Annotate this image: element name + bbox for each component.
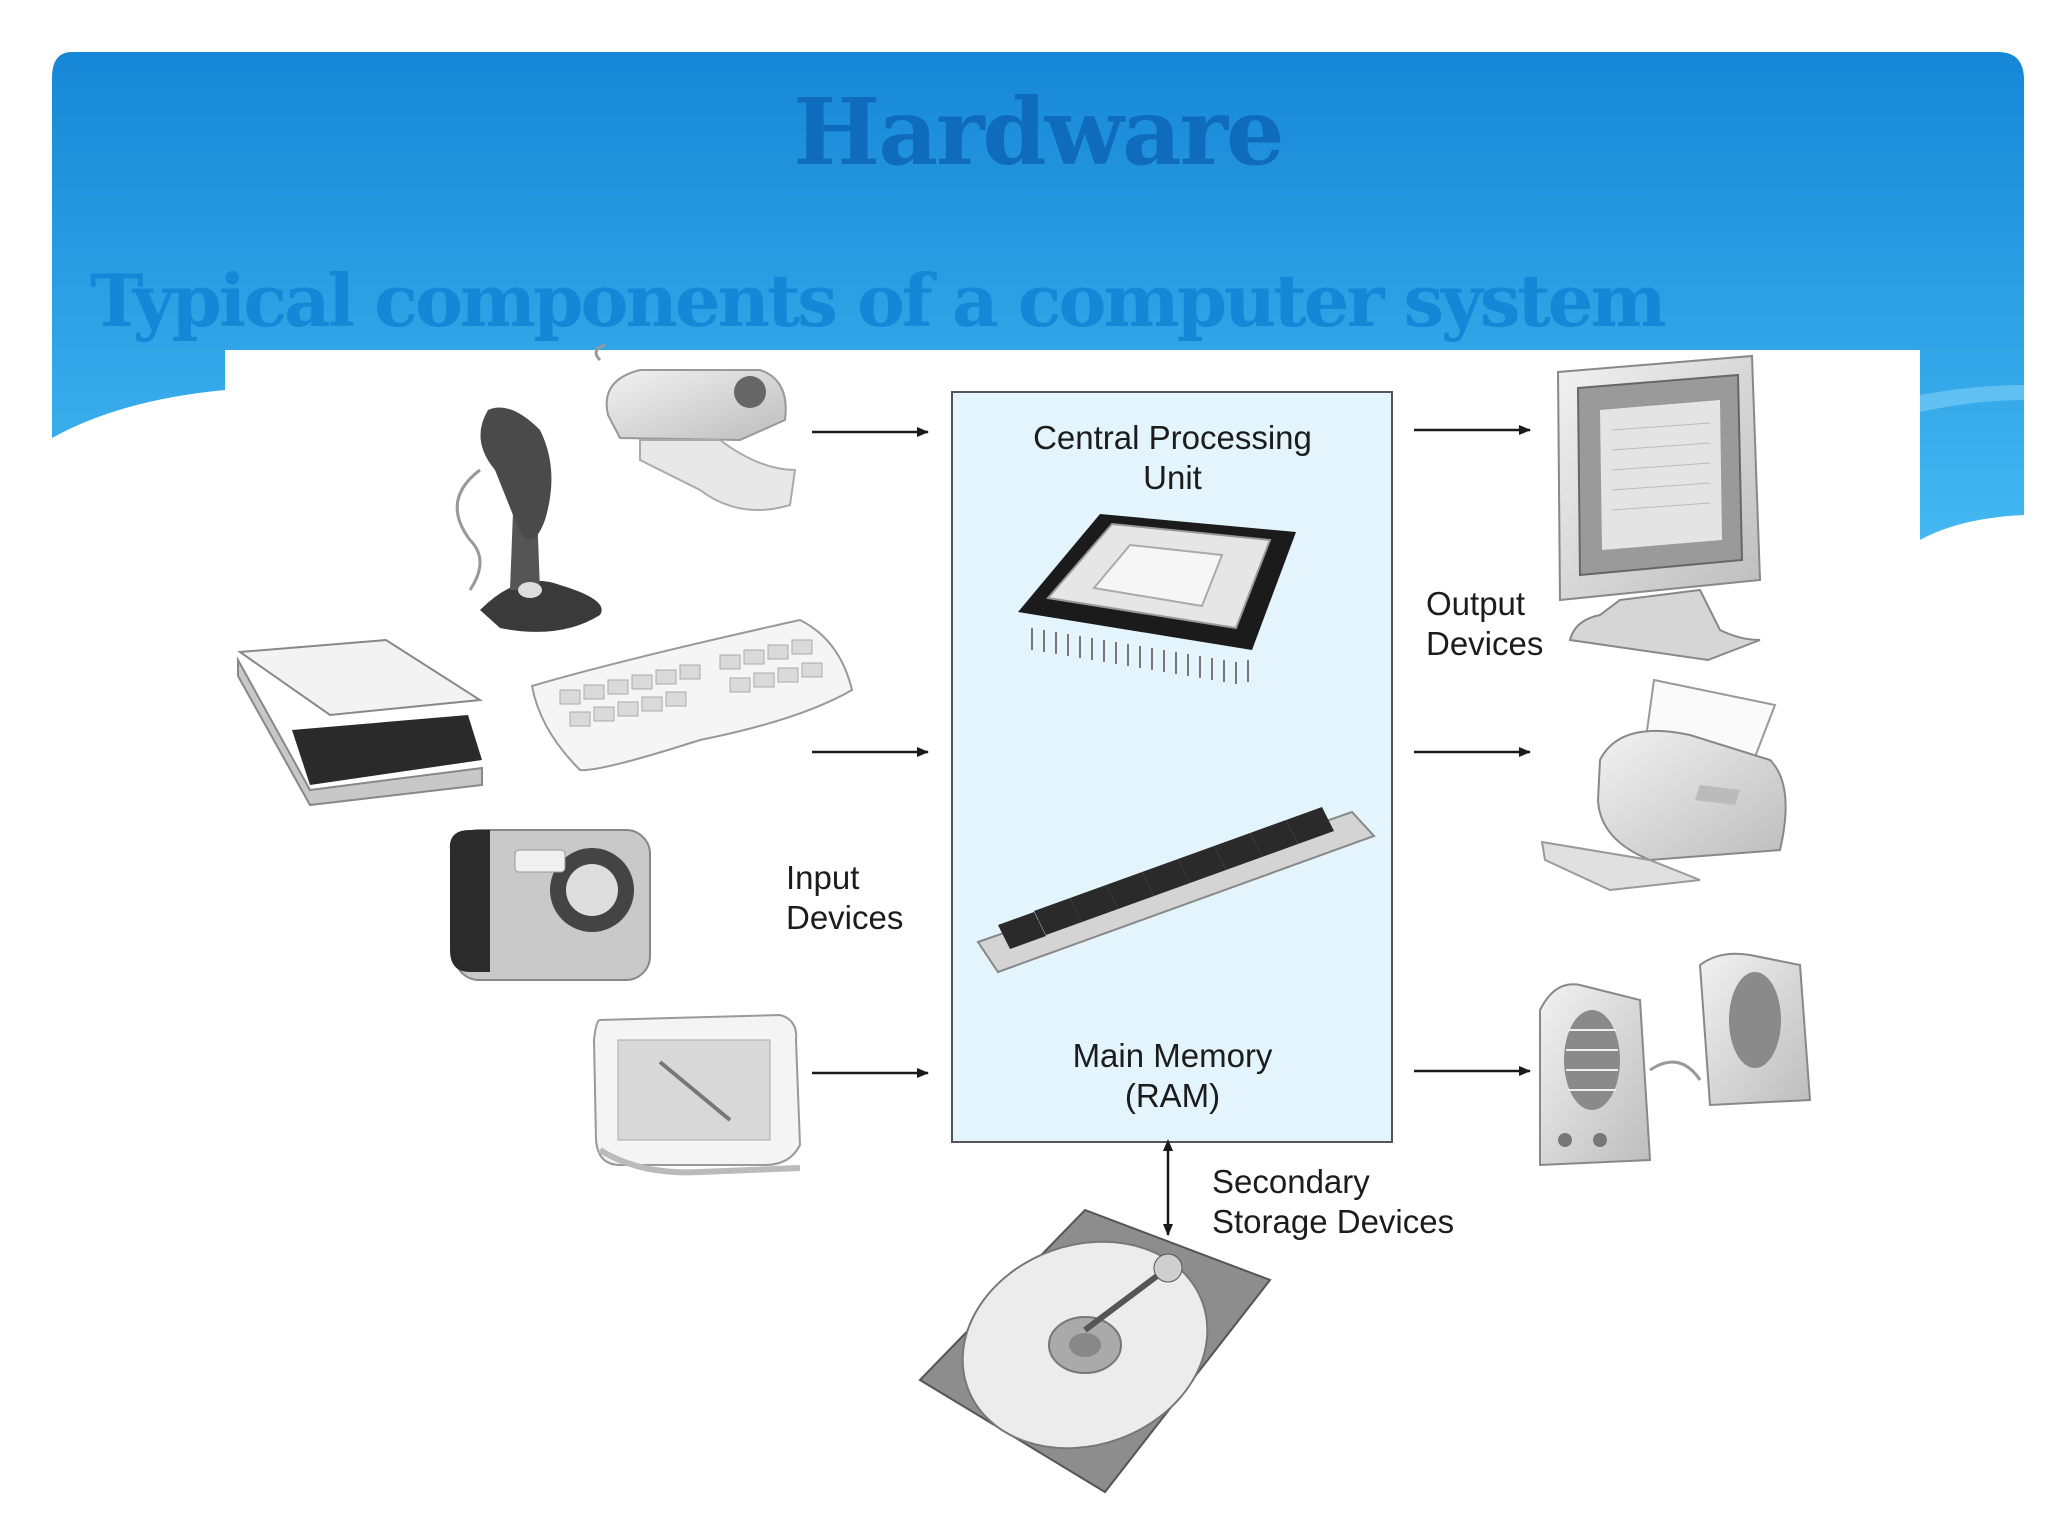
slide-subtitle: Typical components of a computer system <box>90 258 1667 343</box>
memory-box <box>951 391 1393 1143</box>
speakers-icon <box>1539 952 1812 1167</box>
printer-icon <box>1540 678 1787 892</box>
hard-drive-icon <box>918 1208 1272 1494</box>
cpu-label: Central Processing Unit <box>1033 419 1312 496</box>
output-devices-label: Output Devices <box>1426 585 1544 662</box>
joystick-icon <box>455 407 602 632</box>
webcam-icon <box>594 343 797 511</box>
camera-icon <box>449 829 651 981</box>
monitor-icon <box>1556 354 1762 662</box>
cpu-chip-icon <box>1018 514 1296 684</box>
ram-module-icon <box>976 807 1376 974</box>
input-devices-label: Input Devices <box>786 859 904 936</box>
keyboard-icon <box>530 618 854 772</box>
graphics-tablet-icon <box>592 1013 802 1176</box>
storage-devices-label: Secondary Storage Devices <box>1212 1163 1455 1240</box>
slide-title: Hardware <box>793 78 1284 186</box>
scanner-icon <box>237 638 483 807</box>
ram-label: Main Memory (RAM) <box>1072 1037 1273 1114</box>
